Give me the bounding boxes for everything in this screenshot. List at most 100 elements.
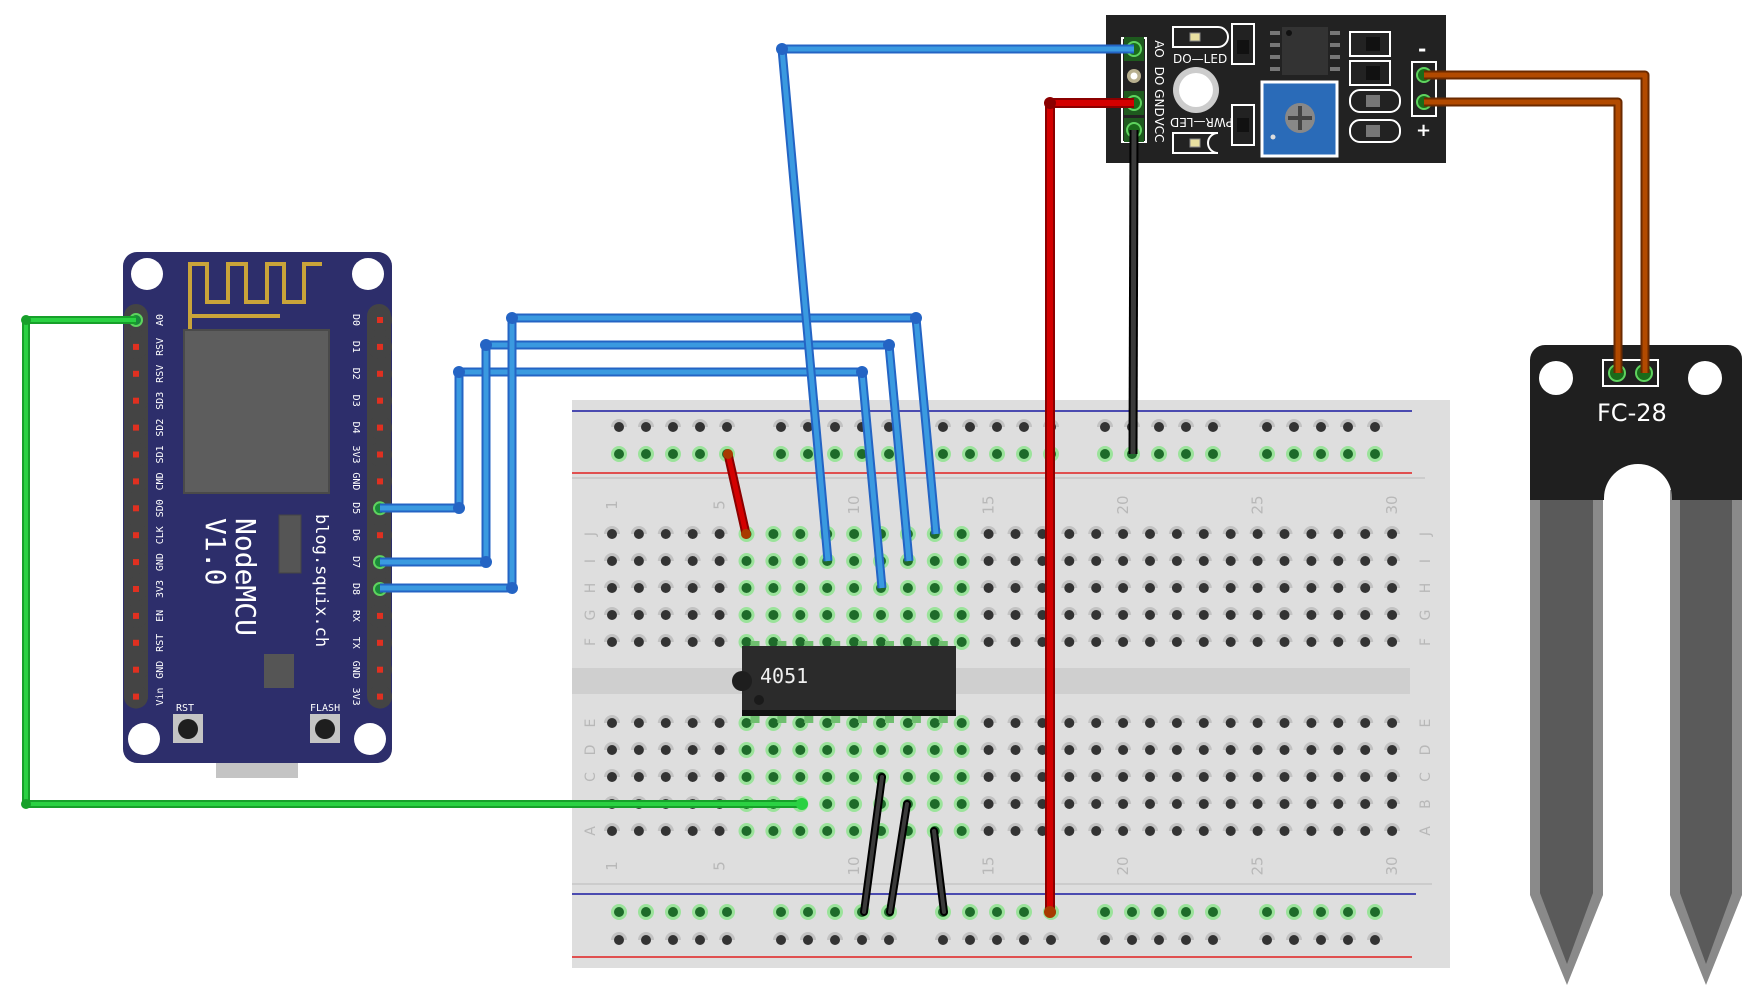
bb-hole[interactable] xyxy=(1010,718,1021,728)
bb-hole[interactable] xyxy=(1333,799,1344,809)
bb-hole[interactable] xyxy=(1387,583,1398,593)
rail-hole[interactable] xyxy=(614,422,624,432)
bb-hole[interactable] xyxy=(1279,772,1290,782)
bb-hole[interactable] xyxy=(1145,745,1155,755)
bb-hole[interactable] xyxy=(1091,718,1102,728)
pin-sd3[interactable] xyxy=(133,397,139,404)
rail-hole[interactable] xyxy=(938,935,948,945)
bb-hole[interactable] xyxy=(1010,529,1021,539)
bb-hole[interactable] xyxy=(1037,610,1048,620)
pin-d1[interactable] xyxy=(377,343,383,350)
bb-hole[interactable] xyxy=(1333,637,1344,647)
pin-sd0[interactable] xyxy=(133,505,139,512)
bb-hole[interactable] xyxy=(1252,826,1263,836)
rail-hole[interactable] xyxy=(1208,935,1218,945)
bb-hole[interactable] xyxy=(1225,556,1236,566)
bb-hole[interactable] xyxy=(1306,556,1317,566)
bb-hole[interactable] xyxy=(1306,745,1317,755)
rail-hole[interactable] xyxy=(965,422,975,432)
bb-hole[interactable] xyxy=(1279,799,1290,809)
bb-hole[interactable] xyxy=(1225,529,1236,539)
bb-hole[interactable] xyxy=(633,826,644,836)
bb-hole[interactable] xyxy=(1010,826,1021,836)
bb-hole[interactable] xyxy=(1037,799,1048,809)
bb-hole[interactable] xyxy=(1279,637,1290,647)
rail-hole[interactable] xyxy=(1316,935,1326,945)
bb-hole[interactable] xyxy=(1037,637,1048,647)
fc28-probe[interactable]: FC-28 xyxy=(1530,345,1742,985)
bb-hole[interactable] xyxy=(607,529,617,539)
bb-hole[interactable] xyxy=(1037,826,1048,836)
bb-hole[interactable] xyxy=(1333,772,1344,782)
bb-hole[interactable] xyxy=(1252,529,1263,539)
bb-hole[interactable] xyxy=(1306,529,1317,539)
pin-rx[interactable] xyxy=(377,612,383,619)
bb-hole[interactable] xyxy=(1118,556,1129,566)
bb-hole[interactable] xyxy=(714,556,725,566)
bb-hole[interactable] xyxy=(1333,583,1344,593)
bb-hole[interactable] xyxy=(1010,799,1021,809)
bb-hole[interactable] xyxy=(1387,799,1398,809)
rail-hole[interactable] xyxy=(1370,422,1380,432)
bb-hole[interactable] xyxy=(1198,826,1209,836)
bb-hole[interactable] xyxy=(1145,772,1155,782)
bb-hole[interactable] xyxy=(660,610,671,620)
pin-3v3[interactable] xyxy=(133,586,139,592)
bb-hole[interactable] xyxy=(1091,637,1102,647)
wire-sensor-plus-to-probe[interactable] xyxy=(1424,97,1623,373)
bb-hole[interactable] xyxy=(983,826,994,836)
bb-hole[interactable] xyxy=(714,745,725,755)
bb-hole[interactable] xyxy=(1387,826,1398,836)
bb-hole[interactable] xyxy=(1252,556,1263,566)
rail-hole[interactable] xyxy=(965,935,975,945)
rail-hole[interactable] xyxy=(803,935,813,945)
pin-gnd[interactable] xyxy=(377,478,383,485)
pin-rsv[interactable] xyxy=(133,370,139,377)
bb-hole[interactable] xyxy=(1279,583,1290,593)
bb-hole[interactable] xyxy=(1171,718,1182,728)
rst-button-cap[interactable] xyxy=(178,719,198,739)
bb-hole[interactable] xyxy=(1306,826,1317,836)
bb-hole[interactable] xyxy=(687,745,698,755)
bb-hole[interactable] xyxy=(1387,529,1398,539)
bb-hole[interactable] xyxy=(1171,556,1182,566)
bb-hole[interactable] xyxy=(607,745,617,755)
bb-hole[interactable] xyxy=(1037,745,1048,755)
rail-hole[interactable] xyxy=(614,935,624,945)
bb-hole[interactable] xyxy=(607,637,617,647)
bb-hole[interactable] xyxy=(1145,826,1155,836)
bb-hole[interactable] xyxy=(983,799,994,809)
bb-hole[interactable] xyxy=(714,583,725,593)
wire-c11-to-bottom-rail[interactable] xyxy=(860,773,886,916)
pin-d4[interactable] xyxy=(377,424,383,431)
pin-sd1[interactable] xyxy=(133,451,139,458)
bb-hole[interactable] xyxy=(1091,745,1102,755)
bb-hole[interactable] xyxy=(660,745,671,755)
wire-d5-to-i11[interactable] xyxy=(380,366,887,589)
bb-hole[interactable] xyxy=(1387,718,1398,728)
bb-hole[interactable] xyxy=(1064,772,1075,782)
bb-hole[interactable] xyxy=(1037,583,1048,593)
bb-hole[interactable] xyxy=(633,556,644,566)
bb-hole[interactable] xyxy=(1387,556,1398,566)
rail-hole[interactable] xyxy=(803,422,813,432)
rail-hole[interactable] xyxy=(695,422,705,432)
bb-hole[interactable] xyxy=(687,610,698,620)
bb-hole[interactable] xyxy=(1306,583,1317,593)
bb-hole[interactable] xyxy=(607,556,617,566)
bb-hole[interactable] xyxy=(1145,556,1155,566)
rail-hole[interactable] xyxy=(1343,935,1353,945)
pin-gnd[interactable] xyxy=(133,559,139,566)
wire-a14-to-bottom-rail[interactable] xyxy=(930,827,948,916)
bb-hole[interactable] xyxy=(1279,745,1290,755)
rail-hole[interactable] xyxy=(641,422,651,432)
pin-3v3[interactable] xyxy=(377,451,383,458)
bb-hole[interactable] xyxy=(1010,583,1021,593)
rail-hole[interactable] xyxy=(1316,422,1326,432)
bb-hole[interactable] xyxy=(1198,799,1209,809)
bb-hole[interactable] xyxy=(1091,799,1102,809)
bb-hole[interactable] xyxy=(1333,745,1344,755)
bb-hole[interactable] xyxy=(687,772,698,782)
bb-hole[interactable] xyxy=(1171,637,1182,647)
bb-hole[interactable] xyxy=(1360,799,1371,809)
